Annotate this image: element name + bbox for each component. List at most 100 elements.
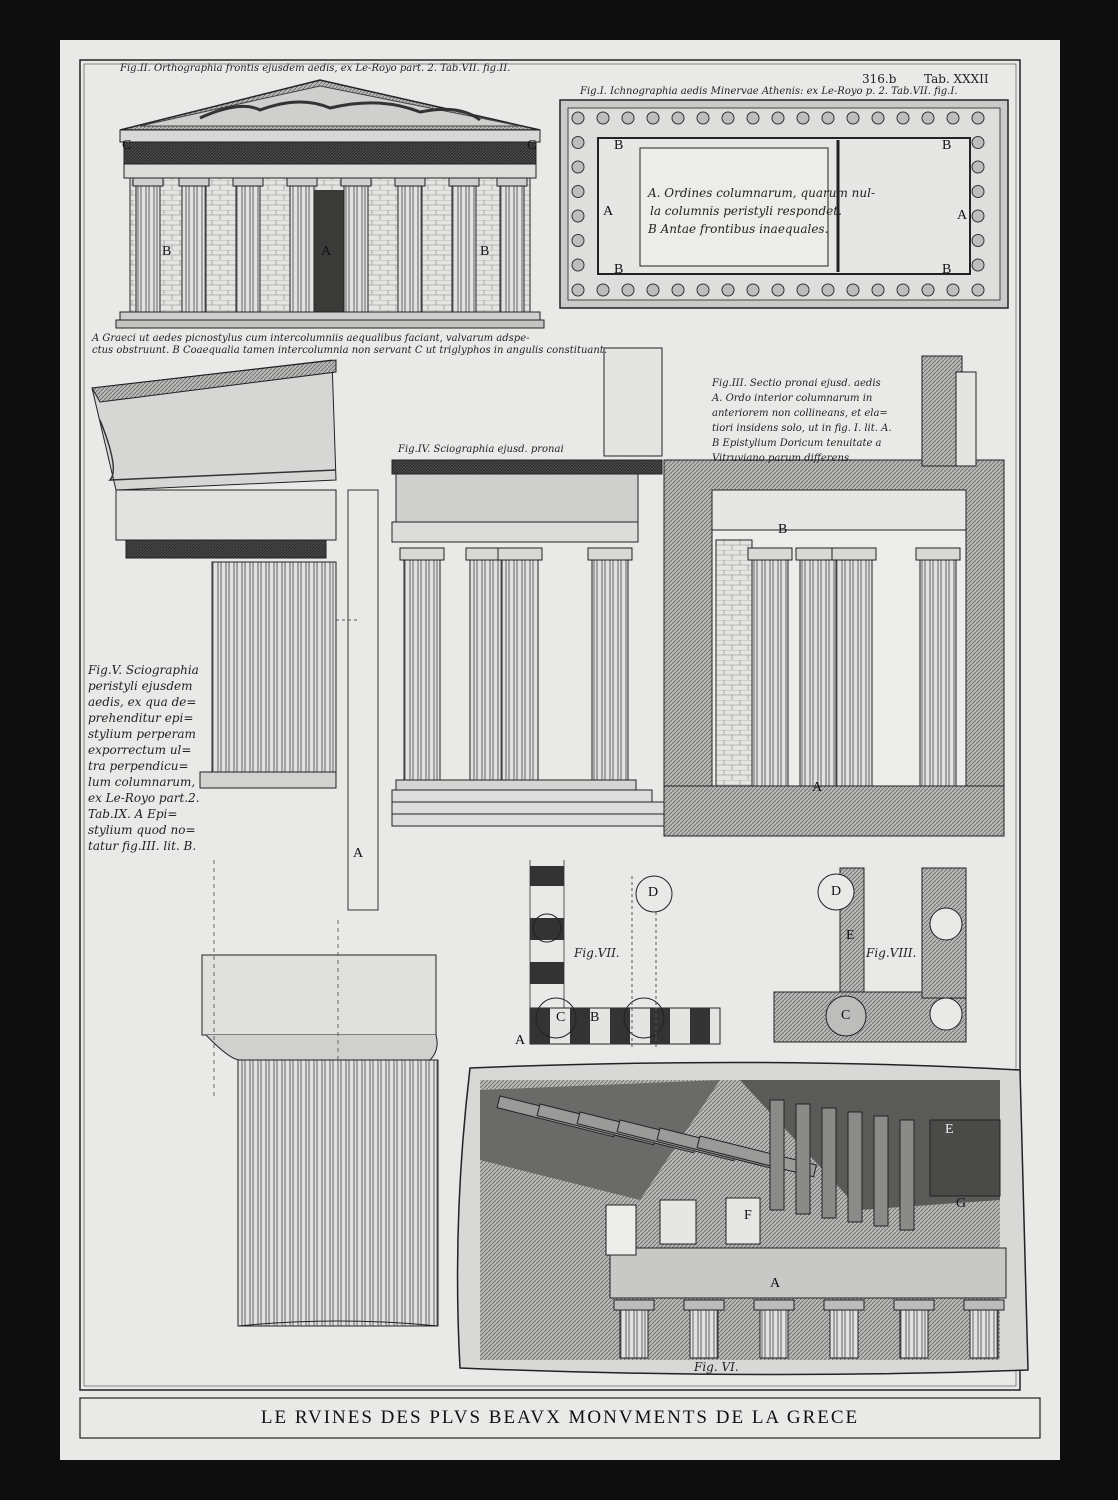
fig2-label-b-right: B — [480, 244, 490, 259]
fig2-label-c-right: C — [527, 138, 537, 153]
fig5-caption-line: peristyli ejusdem — [88, 679, 193, 693]
fig7-label-b: B — [590, 1010, 600, 1025]
fig2-label-b-left: B — [162, 244, 172, 259]
column — [132, 177, 164, 313]
column-dot — [871, 111, 885, 125]
column — [915, 547, 961, 787]
column-dot — [746, 283, 760, 297]
column-dot — [571, 258, 585, 272]
column-dot — [571, 283, 585, 297]
fig5-label-a: A — [353, 846, 364, 861]
fig1-caption: Fig.I. Ichnographia aedis Minervae Athen… — [580, 86, 958, 97]
fig6-label-g: G — [956, 1196, 967, 1211]
column — [394, 177, 426, 313]
fig1-label-b2: B — [942, 138, 952, 153]
fig2-temple-front — [115, 79, 545, 329]
column-dot — [971, 258, 985, 272]
fig3-section — [663, 355, 1005, 837]
column-dot — [571, 185, 585, 198]
fig7-label-a: A — [515, 1033, 526, 1048]
column-dot — [846, 111, 860, 125]
fig3-caption: Fig.III. Sectio pronai ejusd. aedis A. O… — [712, 376, 922, 466]
fig1-legend-a1: A. Ordines columnarum, quarum nul- — [648, 186, 876, 200]
column-dot — [571, 160, 585, 174]
capital — [613, 1299, 655, 1311]
fig8-label-c: C — [841, 1008, 851, 1023]
column — [286, 177, 318, 313]
column-dot — [946, 111, 960, 125]
column-dot — [971, 185, 985, 198]
capital — [753, 1299, 795, 1311]
fig1-label-b3: B — [614, 262, 624, 277]
column-dot — [746, 111, 760, 125]
fig5-caption-line: lum columnarum, — [88, 775, 196, 789]
column-dot — [821, 283, 835, 297]
column-dot — [621, 111, 635, 125]
column-dot — [571, 209, 585, 223]
fig3-caption-line: Vitruviano parum differens. — [712, 453, 853, 464]
fig7-label-d: D — [648, 885, 659, 900]
rafter — [847, 1111, 863, 1223]
fig5-caption-line: Fig.V. Sciographia — [88, 663, 199, 677]
fig6-label-f: F — [744, 1208, 752, 1223]
column-shaft — [689, 1309, 719, 1359]
fig5-caption-line: stylium perperam — [88, 727, 196, 741]
fig2-label-a: A — [321, 244, 332, 259]
fig1-label-a-right: A — [957, 208, 968, 223]
fig5-caption-line: Tab.IX. A Epi= — [88, 807, 178, 821]
column-dot — [571, 234, 585, 247]
fig1-label-b1: B — [614, 138, 624, 153]
column — [496, 177, 528, 313]
column-dot — [671, 283, 685, 297]
fig1-label-a-left: A — [603, 204, 614, 219]
plate-title: LE RVINES DES PLVS BEAVX MONVMENTS DE LA… — [260, 1407, 860, 1428]
fig6-caption: Fig. VI. — [694, 1360, 739, 1374]
column-dot — [946, 283, 960, 297]
fig4-caption: Fig.IV. Sciographia ejusd. pronai — [398, 444, 564, 455]
column — [497, 547, 543, 781]
fig2-note-line1: A Graeci ut aedes picnostylus cum interc… — [92, 333, 530, 344]
column-dot — [596, 111, 610, 125]
column — [448, 177, 480, 313]
column — [340, 177, 372, 313]
column-shaft — [619, 1309, 649, 1359]
fig5-caption-line: stylium quod no= — [88, 823, 196, 837]
capital — [823, 1299, 865, 1311]
fig5-caption-line: exporrectum ul= — [88, 743, 192, 757]
column — [831, 547, 877, 787]
capital — [963, 1299, 1005, 1311]
fig3-caption-line: Fig.III. Sectio pronai ejusd. aedis — [712, 378, 881, 389]
fig1-legend-a2: la columnis peristyli respondet. — [650, 204, 842, 218]
table-number: Tab. XXXII — [924, 72, 989, 86]
column-dot — [971, 209, 985, 223]
column-dot — [871, 283, 885, 297]
column-dot — [621, 283, 635, 297]
column-dot — [821, 111, 835, 125]
column-dot — [971, 283, 985, 297]
column-dot — [721, 283, 735, 297]
fig1-plan — [559, 99, 1009, 309]
fig5-order — [91, 359, 439, 1327]
capital — [893, 1299, 935, 1311]
title-box — [79, 1397, 1041, 1439]
column-dot — [796, 111, 810, 125]
plate-number: 316.b — [862, 72, 897, 86]
fig8-diagram — [773, 867, 967, 1043]
column-dot — [971, 234, 985, 247]
column-dot — [846, 283, 860, 297]
fig2-note-line2: ctus obstruunt. B Coaequalia tamen inter… — [92, 345, 607, 356]
column-dot — [971, 111, 985, 125]
column — [465, 547, 511, 781]
rafter — [821, 1107, 837, 1219]
column-shaft — [829, 1309, 859, 1359]
column — [232, 177, 264, 313]
fig5-caption-line: tra perpendicu= — [88, 759, 189, 773]
column-shaft — [899, 1309, 929, 1359]
column — [178, 177, 210, 313]
rafter — [899, 1119, 915, 1231]
column-dot — [646, 283, 660, 297]
fig8-caption: Fig.VIII. — [866, 946, 917, 960]
column-dot — [571, 111, 585, 125]
column — [747, 547, 793, 787]
